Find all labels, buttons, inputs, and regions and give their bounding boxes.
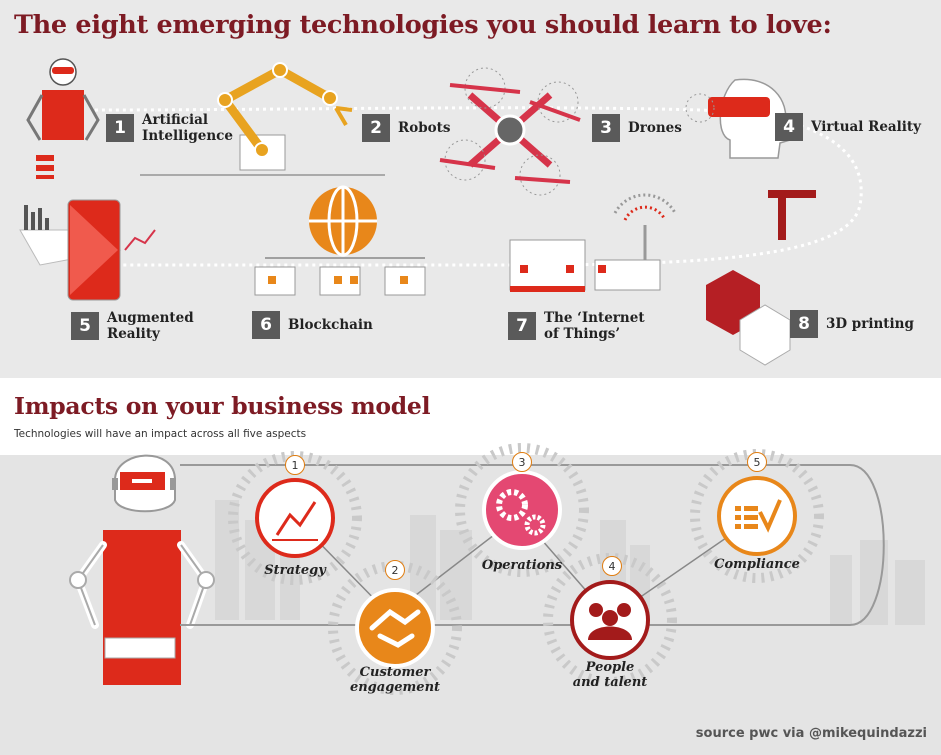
people-icon <box>570 580 650 660</box>
business-robot-icon <box>69 454 215 685</box>
tech-item-vr: 4 Virtual Reality <box>775 113 921 141</box>
tech-item-ai: 1 Artificial Intelligence <box>106 112 233 144</box>
tech-item-iot: 7 The ‘Internet of Things’ <box>508 310 645 342</box>
aspect-number: 1 <box>285 455 305 475</box>
handshake-icon <box>355 588 435 668</box>
drone-icon <box>439 67 581 196</box>
tech-item-3d-printing: 8 3D printing <box>790 310 914 338</box>
source-credit: source pwc via @mikequindazzi <box>695 726 927 741</box>
tech-item-ar: 5 Augmented Reality <box>71 310 194 342</box>
aspect-number: 3 <box>512 452 532 472</box>
impacts-subtitle: Technologies will have an impact across … <box>14 428 307 440</box>
aspect-number: 2 <box>385 560 405 580</box>
aspect-label-customer-engagement: Customer engagement <box>349 665 441 695</box>
aspect-halos <box>228 443 824 695</box>
aspect-number: 4 <box>602 556 622 576</box>
tech-number: 3 <box>592 114 620 142</box>
tech-label: Robots <box>398 120 451 136</box>
checklist-icon <box>717 476 797 556</box>
robot-icon <box>26 58 100 179</box>
aspect-label-people-and-talent: People and talent <box>572 660 648 690</box>
phone-ar-icon <box>19 199 156 301</box>
aspect-number: 5 <box>747 452 767 472</box>
tech-number: 8 <box>790 310 818 338</box>
tech-number: 5 <box>71 312 99 340</box>
aspect-label-compliance: Compliance <box>714 557 800 572</box>
tech-number: 1 <box>106 114 134 142</box>
tech-label: Artificial Intelligence <box>142 112 233 144</box>
flow-path <box>94 106 863 267</box>
tech-number: 6 <box>252 311 280 339</box>
tech-label: Augmented Reality <box>107 310 194 342</box>
strategy-chart-icon <box>255 478 335 558</box>
tech-item-drones: 3 Drones <box>592 114 682 142</box>
top-panel <box>0 0 941 378</box>
vr-headset-icon <box>685 78 791 159</box>
tech-label: Drones <box>628 120 682 136</box>
3d-printer-icon <box>706 190 816 366</box>
tech-label: Blockchain <box>288 317 373 333</box>
tech-number: 2 <box>362 114 390 142</box>
iot-router-icon <box>509 193 677 292</box>
tech-label: The ‘Internet of Things’ <box>544 310 645 342</box>
tech-label: Virtual Reality <box>811 119 921 135</box>
aspect-label-operations: Operations <box>481 558 563 573</box>
robot-arm-icon <box>140 62 385 176</box>
tech-number: 4 <box>775 113 803 141</box>
tech-number: 7 <box>508 312 536 340</box>
page-title: The eight emerging technologies you shou… <box>14 10 832 40</box>
tech-item-blockchain: 6 Blockchain <box>252 311 373 339</box>
impacts-title: Impacts on your business model <box>14 392 431 420</box>
tech-label: 3D printing <box>826 316 914 332</box>
tech-item-robots: 2 Robots <box>362 114 451 142</box>
blockchain-icon <box>254 185 426 296</box>
aspect-label-strategy: Strategy <box>264 563 326 578</box>
gears-icon <box>482 470 562 550</box>
